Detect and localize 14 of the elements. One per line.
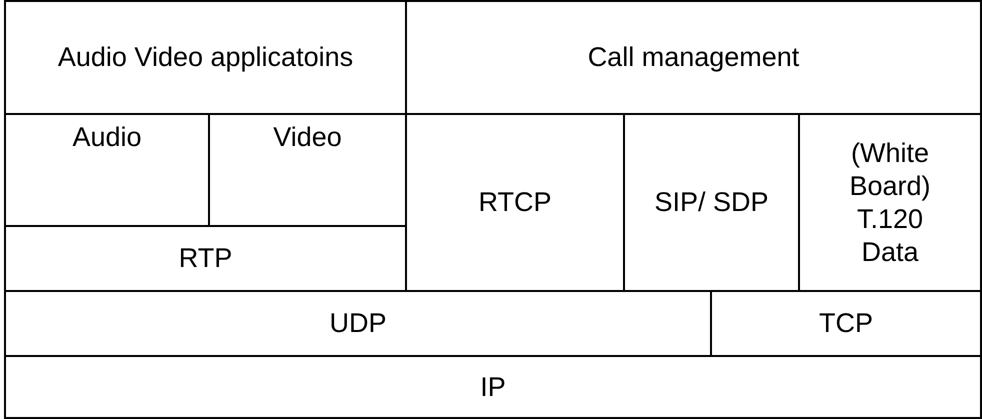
protocol-label: Audio Video applicatoins [58, 41, 354, 74]
protocol-label: UDP [329, 307, 386, 340]
protocol-label: (White Board) T.120 Data [848, 136, 932, 268]
protocol-layer-box [4, 355, 982, 419]
protocol-label: Audio [72, 121, 142, 154]
protocol-label: RTCP [478, 186, 552, 219]
protocol-label: Video [273, 121, 342, 154]
protocol-label: IP [480, 370, 506, 404]
protocol-label: Call management [588, 41, 800, 74]
protocol-label: RTP [178, 242, 232, 275]
protocol-layer-box [405, 0, 982, 115]
protocol-label: SIP/ SDP [654, 186, 769, 219]
protocol-layer-box [4, 0, 407, 115]
protocol-label: TCP [819, 307, 873, 340]
